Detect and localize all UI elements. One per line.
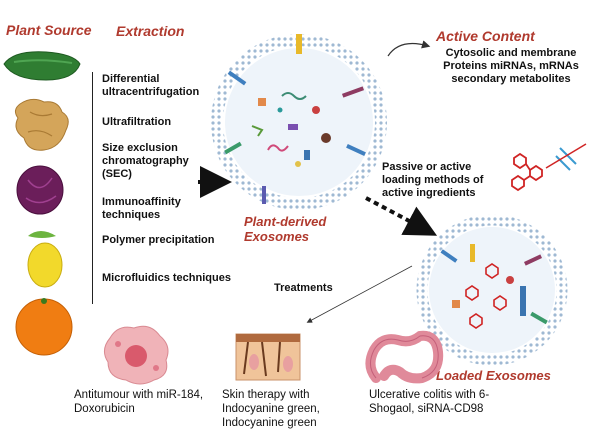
plant-exosome xyxy=(211,34,387,210)
membrane-protein-icon xyxy=(224,34,366,204)
method-item: Microfluidics techniques xyxy=(102,272,231,284)
method-item: Differential ultracentrifugation xyxy=(102,73,200,98)
method-item: Immunoaffinity techniques xyxy=(102,196,181,221)
orange-icon xyxy=(15,298,73,356)
loaded-exosome xyxy=(416,214,568,366)
extraction-header: Extraction xyxy=(116,23,185,39)
active-content-header: Active Content xyxy=(436,28,535,44)
treatments-arrow xyxy=(306,265,413,323)
drug-molecule-icon xyxy=(465,263,507,329)
drug-molecule-icon xyxy=(511,152,543,192)
tumor-icon xyxy=(104,325,169,385)
plant-source-header: Plant Source xyxy=(6,22,92,38)
lemon-icon xyxy=(27,231,63,288)
loaded-exosomes-label: Loaded Exosomes xyxy=(436,368,551,383)
application-caption-skin: Skin therapy with Indocyanine green, Ind… xyxy=(222,389,320,429)
method-item: Size exclusion chromatography (SEC) xyxy=(102,142,189,180)
skin-icon xyxy=(235,333,301,381)
cucumber-icon xyxy=(3,51,81,81)
colon-icon xyxy=(365,330,444,384)
treatments-label: Treatments xyxy=(274,282,333,294)
method-item: Polymer precipitation xyxy=(102,234,215,246)
red-cabbage-icon xyxy=(16,165,64,215)
application-caption-colitis: Ulcerative colitis with 6-Shogaol, siRNA… xyxy=(369,389,490,415)
cargo-molecules-icon xyxy=(251,92,331,167)
loading-methods-text: Passive or active loading methods of act… xyxy=(382,161,484,199)
method-item: Ultrafiltration xyxy=(102,116,172,128)
application-caption-antitumour: Antitumour with miR-184, Doxorubicin xyxy=(74,389,204,415)
active-content-arrow xyxy=(387,40,431,57)
plant-derived-exosomes-label: Plant-derived Exosomes xyxy=(244,214,327,244)
active-content-text: Cytosolic and membrane Proteins miRNAs, … xyxy=(443,47,579,85)
rna-strand-icon xyxy=(545,143,587,171)
ginger-icon xyxy=(14,98,69,151)
loading-arrow xyxy=(365,196,438,236)
extraction-bracket xyxy=(92,72,225,304)
